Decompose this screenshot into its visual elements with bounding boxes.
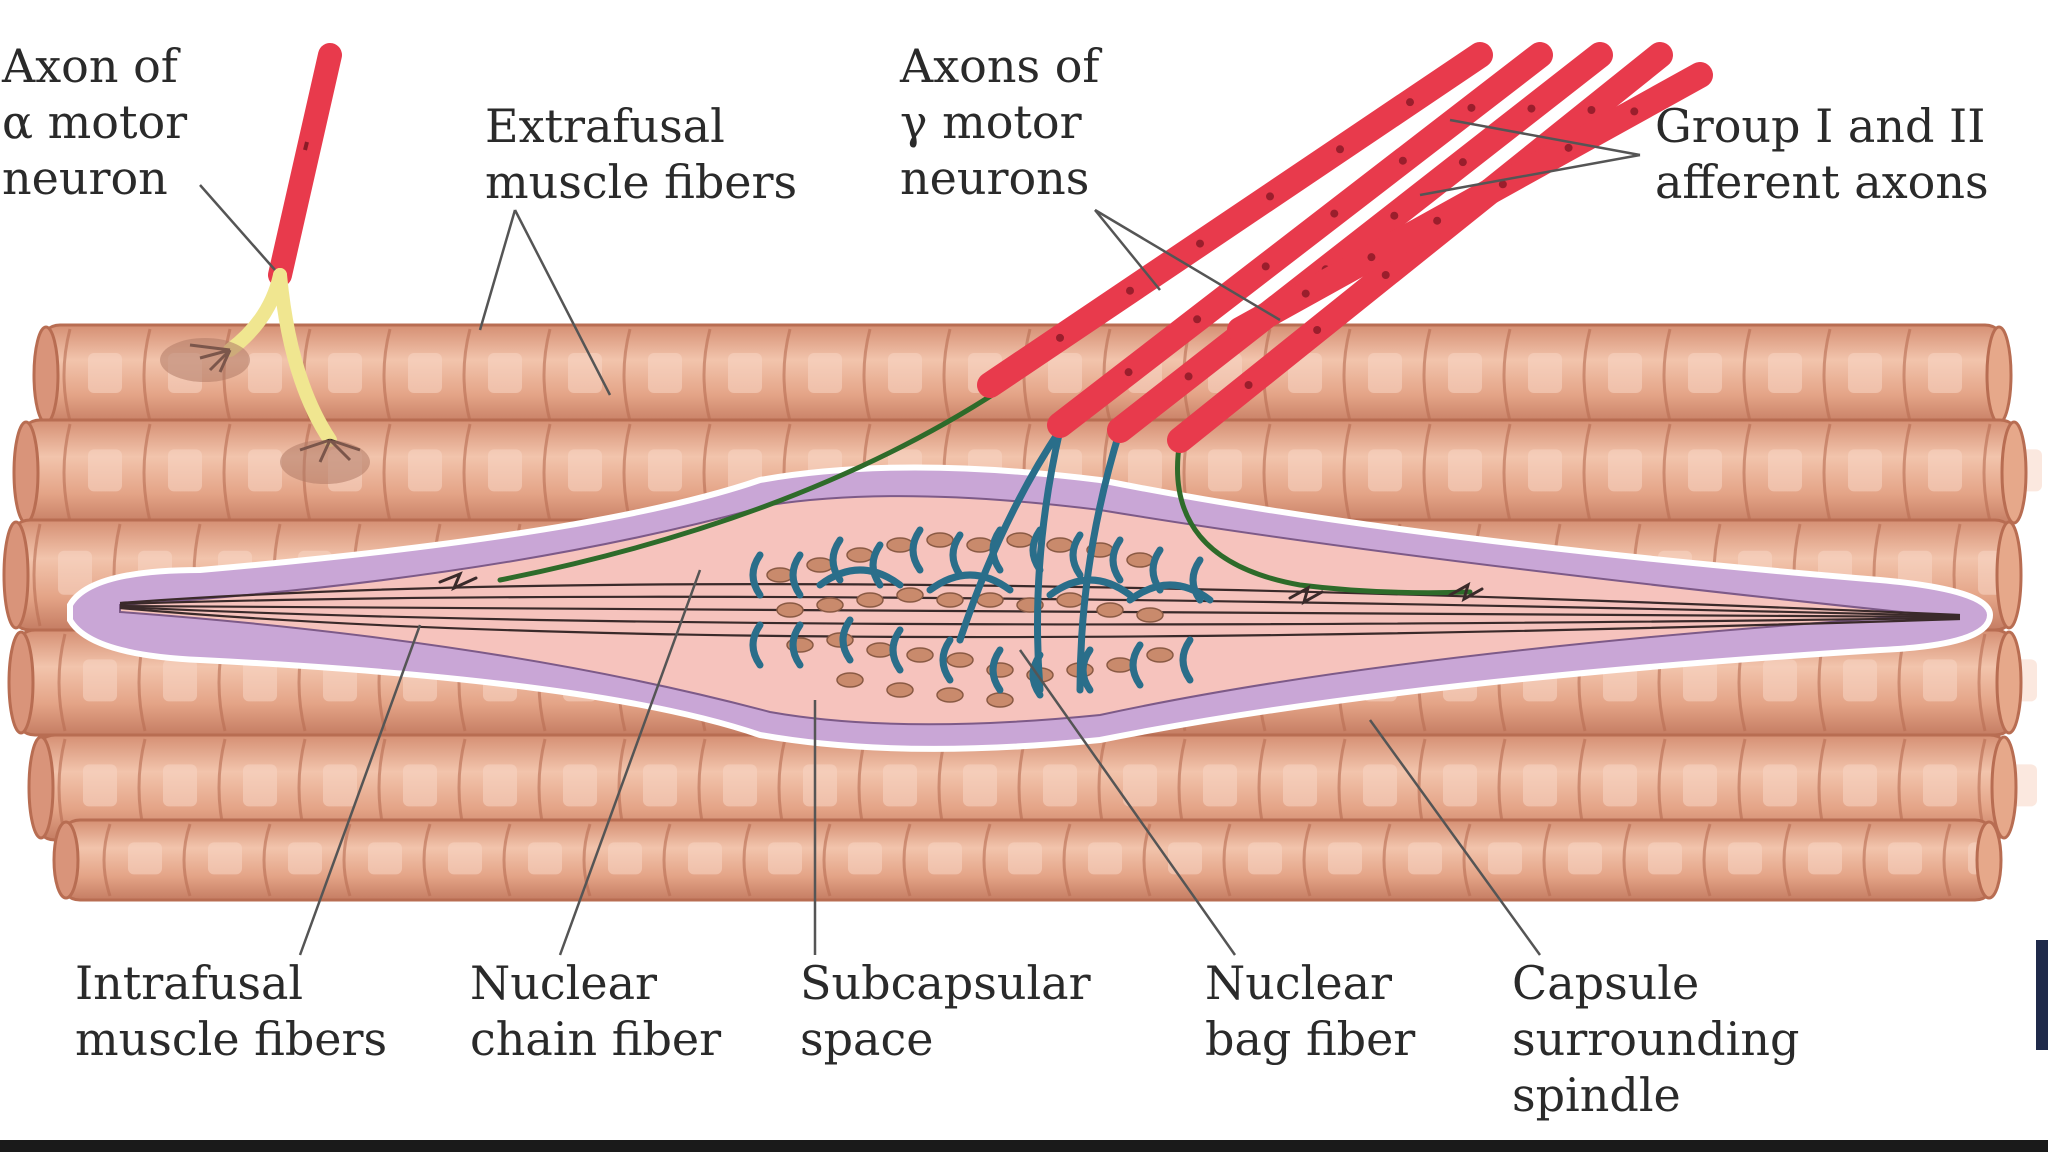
gamma-motor-axons xyxy=(977,42,1713,453)
intrafusal-muscle-fibers xyxy=(119,583,1961,639)
annulospiral-endings xyxy=(749,526,1214,699)
right-edge-marker xyxy=(2036,940,2048,1050)
gamma-efferent-endings xyxy=(438,387,1484,606)
extrafusal-fiber-row xyxy=(52,818,2003,902)
bottom-border xyxy=(0,1140,2048,1152)
leader-lines xyxy=(199,118,1641,956)
group-i-ii-afferent-stems xyxy=(956,426,1124,694)
alpha-motor-axon xyxy=(160,43,370,484)
extrafusal-fiber-row xyxy=(27,733,2037,842)
